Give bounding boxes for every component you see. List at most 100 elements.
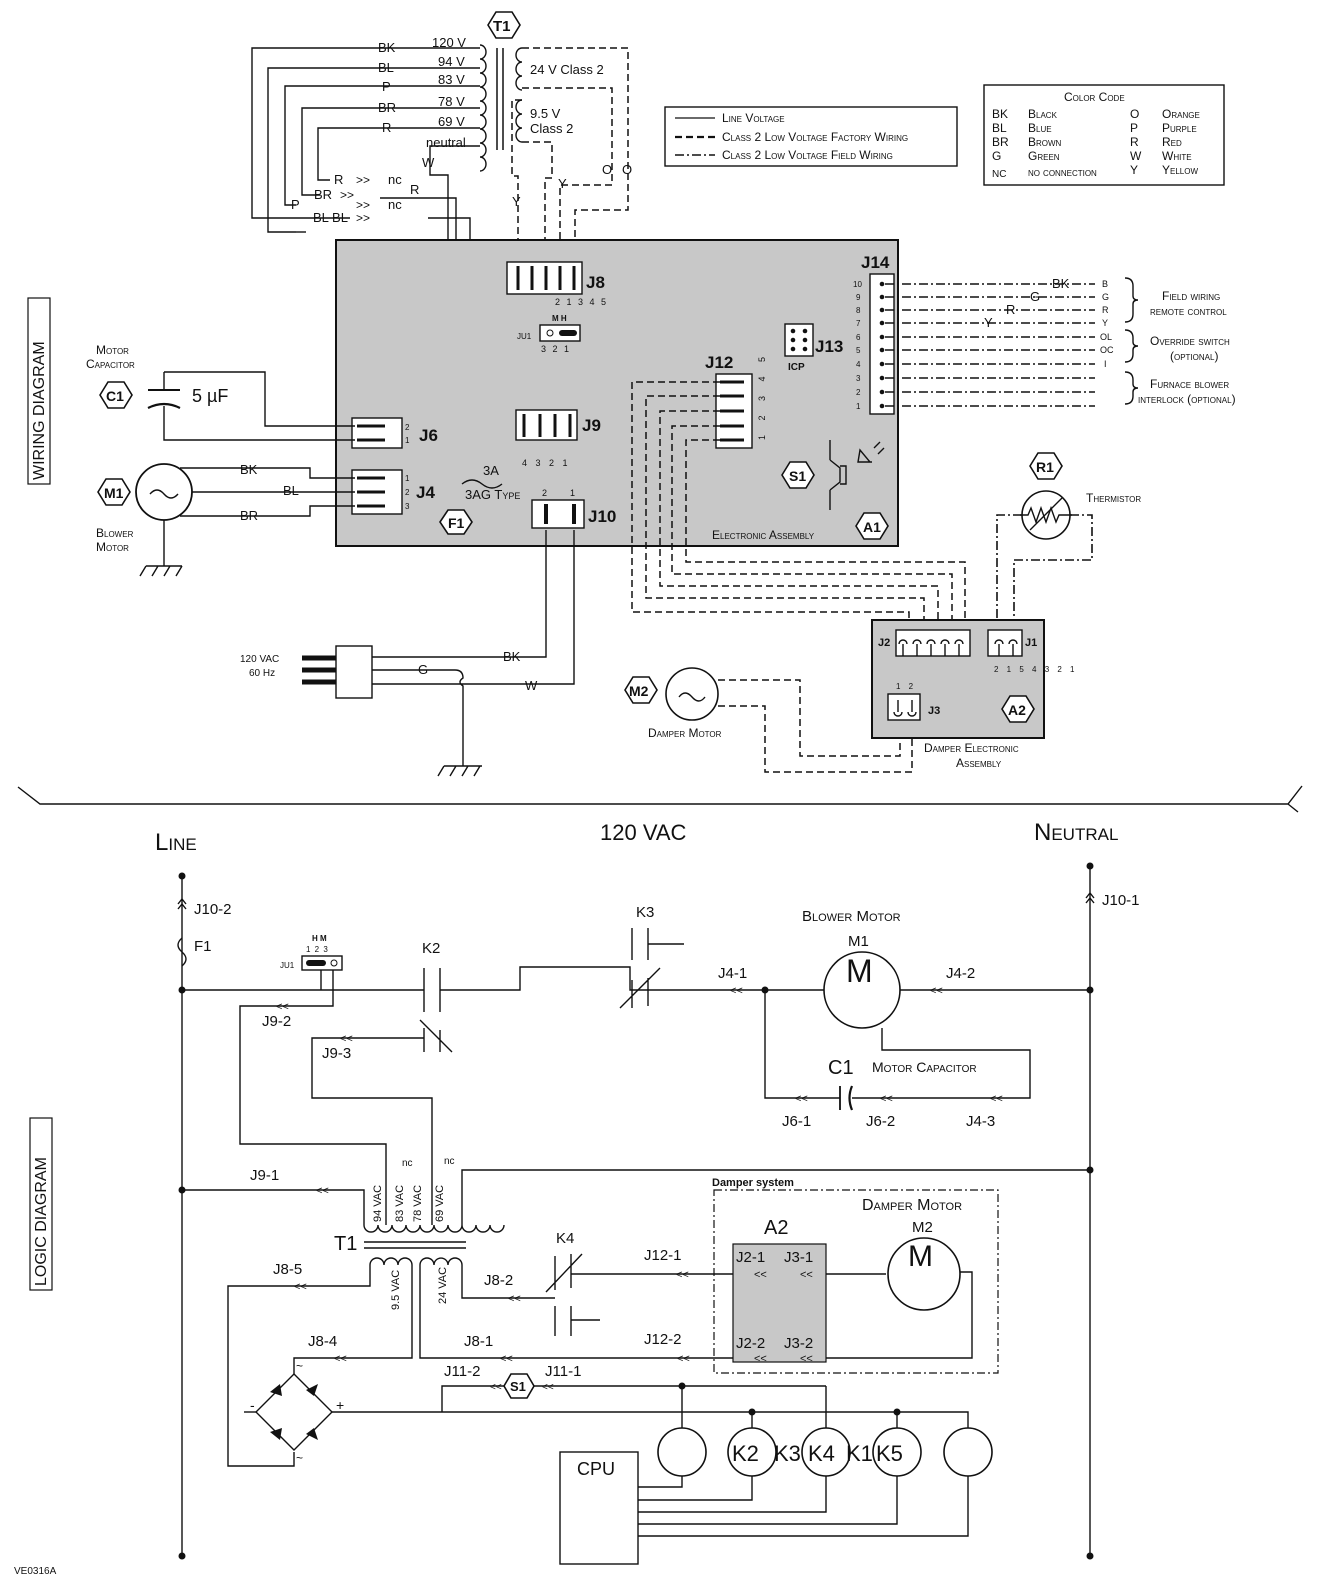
svg-text:O: O (1130, 107, 1139, 121)
svg-text:NC: NC (992, 169, 1006, 180)
svg-text:Class 2 Low Voltage Factory Wi: Class 2 Low Voltage Factory Wiring (722, 130, 908, 144)
svg-text:69 V: 69 V (438, 114, 465, 129)
svg-text:94 V: 94 V (438, 54, 465, 69)
svg-text:83 VAC: 83 VAC (394, 1185, 406, 1222)
electronic-assembly-board: J8 2 1 3 4 5 JU1 M H 3 2 1 J9 4 3 2 1 21… (335, 239, 899, 547)
svg-text:M2: M2 (629, 683, 649, 699)
svg-text:BL: BL (283, 483, 299, 498)
j2-connector (895, 629, 971, 657)
svg-text:<<: << (340, 1033, 353, 1045)
svg-text:R: R (410, 182, 419, 197)
svg-text:BK: BK (503, 649, 521, 664)
svg-text:nc: nc (388, 172, 402, 187)
svg-text:J3-1: J3-1 (784, 1249, 813, 1266)
svg-text:5: 5 (856, 346, 861, 355)
svg-text:Purple: Purple (1162, 121, 1197, 135)
svg-text:Override switch: Override switch (1150, 334, 1230, 348)
svg-text:nc: nc (444, 1156, 455, 1167)
svg-text:2: 2 (856, 388, 861, 397)
svg-text:BK: BK (1052, 276, 1070, 291)
svg-text:24 VAC: 24 VAC (437, 1267, 449, 1304)
svg-text:Damper system: Damper system (712, 1177, 794, 1189)
svg-text:60 Hz: 60 Hz (249, 668, 275, 679)
svg-text:K4: K4 (808, 1441, 835, 1466)
svg-text:Field wiring: Field wiring (1162, 289, 1220, 303)
svg-text:J12: J12 (705, 353, 733, 372)
svg-text:J3: J3 (928, 705, 940, 717)
svg-text:<<: << (500, 1353, 513, 1365)
svg-text:1: 1 (405, 474, 410, 483)
t1-tag: T1 (493, 18, 511, 35)
blower-motor: M1 Blower Motor BK BL BR (96, 462, 355, 577)
damper-motor: M2 Damper Motor (624, 667, 913, 773)
svg-text:J6: J6 (419, 426, 438, 445)
j3-connector (887, 693, 921, 721)
svg-text:(optional): (optional) (1170, 349, 1218, 363)
svg-text:M: M (846, 953, 873, 989)
svg-text:nc: nc (402, 1158, 413, 1169)
svg-text:A2: A2 (1008, 702, 1026, 718)
svg-text:9.5 VAC: 9.5 VAC (390, 1270, 402, 1310)
svg-text:3: 3 (856, 374, 861, 383)
m1-tag-hex (97, 478, 131, 506)
svg-text:-: - (250, 1397, 255, 1413)
t1-tag-hex (487, 11, 521, 39)
j14-field-wiring: BK G R Y B G R Y OL OC I Field wiring re… (885, 276, 1236, 407)
svg-text:<<: << (334, 1353, 347, 1365)
cpu-block: CPU (559, 1451, 969, 1565)
svg-text:Motor: Motor (96, 343, 129, 357)
svg-text:G: G (1030, 289, 1040, 304)
svg-text:<<: << (800, 1269, 813, 1281)
svg-text:J9-1: J9-1 (250, 1167, 279, 1184)
svg-text:J3-2: J3-2 (784, 1335, 813, 1352)
s1-tag-hex (781, 461, 815, 489)
svg-text:<<: << (990, 1093, 1003, 1105)
svg-text:G: G (992, 149, 1001, 163)
svg-text:White: White (1162, 149, 1192, 163)
svg-text:neutral: neutral (426, 135, 466, 150)
svg-text:O: O (622, 162, 632, 177)
svg-text:120 V: 120 V (432, 35, 466, 50)
svg-text:>>: >> (340, 188, 354, 202)
svg-text:J8-4: J8-4 (308, 1333, 337, 1350)
svg-text:Y: Y (984, 315, 993, 330)
svg-text:1 2 3 4 5: 1 2 3 4 5 (757, 351, 767, 440)
svg-text:<<: << (676, 1269, 689, 1281)
svg-text:BR: BR (314, 187, 332, 202)
thermistor: R1 Thermistor (996, 452, 1141, 640)
svg-text:<<: << (754, 1353, 767, 1365)
svg-text:CPU: CPU (577, 1459, 615, 1479)
svg-text:Yellow: Yellow (1162, 163, 1198, 177)
svg-text:<<: << (880, 1093, 893, 1105)
svg-text:1: 1 (405, 436, 410, 445)
svg-text:R: R (1102, 305, 1109, 315)
svg-text:78 VAC: 78 VAC (412, 1185, 424, 1222)
svg-text:Motor Capacitor: Motor Capacitor (872, 1059, 977, 1075)
svg-text:C1: C1 (828, 1057, 854, 1079)
svg-text:ICP: ICP (788, 362, 805, 373)
svg-text:Brown: Brown (1028, 135, 1062, 149)
svg-text:remote control: remote control (1150, 304, 1227, 318)
svg-text:Y: Y (1102, 318, 1108, 328)
svg-text:O: O (602, 162, 612, 177)
svg-text:<<: << (508, 1293, 521, 1305)
svg-text:J14: J14 (861, 253, 890, 272)
j6-connector (351, 417, 403, 449)
a1-tag-hex (855, 512, 889, 540)
svg-text:J6-2: J6-2 (866, 1113, 895, 1130)
line-label: Line (155, 829, 197, 856)
svg-text:J4-2: J4-2 (946, 965, 975, 982)
svg-text:A1: A1 (863, 519, 881, 535)
svg-text:W: W (1130, 149, 1142, 163)
svg-text:Black: Black (1028, 107, 1058, 121)
svg-text:2 1 3 4 5: 2 1 3 4 5 (555, 297, 608, 307)
svg-text:W: W (525, 678, 538, 693)
relay-coils: K2 K3 K4 K1 K5 (657, 1382, 993, 1477)
a2-tag-hex (1001, 695, 1035, 723)
svg-text:S1: S1 (789, 468, 806, 484)
svg-text:Thermistor: Thermistor (1086, 491, 1141, 505)
svg-text:F1: F1 (448, 515, 465, 531)
svg-text:<<: << (542, 1382, 554, 1393)
svg-text:1 2: 1 2 (896, 682, 916, 691)
